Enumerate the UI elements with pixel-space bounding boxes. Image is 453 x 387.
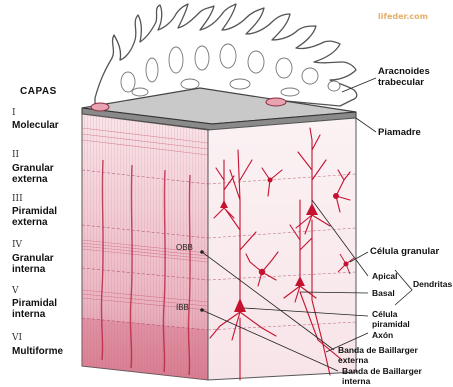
label-piamadre: Piamadre — [378, 127, 421, 138]
label-dendritas: Dendritas — [413, 279, 452, 289]
layer-name-granular-externa: Granular externa — [12, 163, 54, 185]
layer-name-piramidal-interna: Piramidal interna — [12, 298, 57, 320]
label-axon: Axón — [372, 330, 393, 340]
layer-name-granular-interna: Granular interna — [12, 253, 54, 275]
layer-name-multiforme: Multiforme — [12, 346, 63, 357]
layer-num-4: IV — [12, 240, 22, 250]
label-celula-piramidal: Célula piramidal — [372, 309, 410, 329]
obb-label: OBB — [176, 243, 193, 252]
layer-num-2: II — [12, 150, 19, 160]
watermark-text: lifeder.com — [378, 12, 428, 21]
cortex-right-face — [208, 118, 356, 380]
layer-name-molecular: Molecular — [12, 120, 59, 131]
label-banda-baillarger-interna: Banda de Baillarger interna — [342, 366, 422, 386]
label-celula-granular: Célula granular — [370, 246, 439, 257]
label-banda-baillarger-externa: Banda de Baillarger externa — [338, 345, 418, 365]
label-basal: Basal — [372, 288, 395, 298]
label-aracnoides-trabecular: Aracnoides trabecular — [378, 66, 430, 88]
layer-num-3: III — [12, 194, 23, 204]
ibb-label: IBB — [176, 303, 189, 312]
layer-num-1: I — [12, 108, 16, 118]
label-apical: Apical — [372, 271, 398, 281]
layer-num-6: VI — [12, 333, 22, 343]
layer-name-piramidal-externa: Piramidal externa — [12, 206, 57, 228]
layer-num-5: V — [12, 286, 19, 296]
capas-title: CAPAS — [20, 86, 57, 97]
